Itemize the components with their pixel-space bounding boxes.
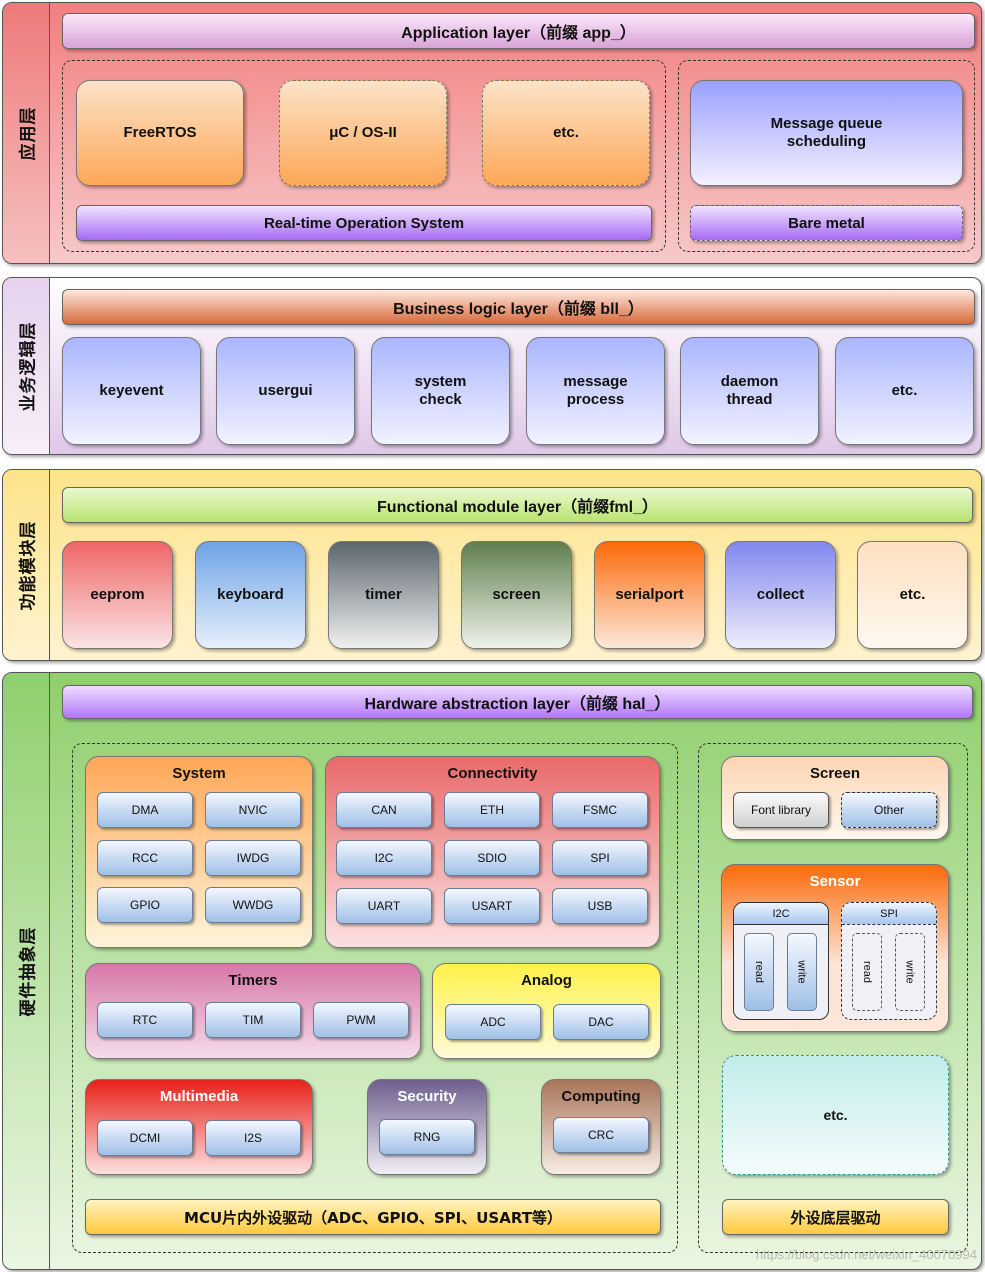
chip-spi: SPI [552, 840, 648, 876]
module-collect: collect [725, 541, 836, 649]
peripheral-etc: etc. [722, 1055, 949, 1175]
chip-i2c: I2C [336, 840, 432, 876]
bare-metal-bar: Bare metal [690, 205, 963, 241]
chip-i2s: I2S [205, 1120, 301, 1156]
module-eeprom: eeprom [62, 541, 173, 649]
hal-layer-header: Hardware abstraction layer（前缀 hal_） [62, 685, 973, 719]
application-side [3, 3, 50, 263]
chip-can: CAN [336, 792, 432, 828]
hal-side [3, 673, 50, 1269]
chip-nvic: NVIC [205, 792, 301, 828]
business-usergui: usergui [216, 337, 355, 445]
chip-fsmc: FSMC [552, 792, 648, 828]
chip-usart: USART [444, 888, 540, 924]
chip-spi-read: read [852, 933, 882, 1011]
watermark: https://blog.csdn.net/weixin_40070994 [755, 1247, 977, 1262]
screen-title: Screen [809, 765, 861, 782]
chip-sdio: SDIO [444, 840, 540, 876]
mcu-driver-group [72, 743, 678, 1253]
system-title: System [172, 765, 226, 782]
sensor-spi-header: SPI [842, 903, 936, 925]
module-etc: etc. [857, 541, 968, 649]
business-keyevent: keyevent [62, 337, 201, 445]
rtos-etc: etc. [482, 80, 650, 186]
functional-layer-header: Functional module layer（前缀fml_） [62, 487, 973, 523]
module-serialport: serialport [594, 541, 705, 649]
rtos-ucos: μC / OS-II [279, 80, 447, 186]
sensor-i2c-header: I2C [734, 903, 828, 925]
chip-rng: RNG [379, 1119, 475, 1155]
business-system-check: system check [371, 337, 510, 445]
chip-dma: DMA [97, 792, 193, 828]
analog-title: Analog [521, 972, 572, 989]
application-layer-header: Application layer（前缀 app_） [62, 13, 975, 49]
multimedia-title: Multimedia [159, 1088, 239, 1105]
message-queue-tile: Message queue scheduling [690, 80, 963, 186]
chip-font-library: Font library [733, 792, 829, 828]
business-side-label: 业务逻辑层 [18, 321, 39, 411]
mcu-driver-bar: MCU片内外设驱动（ADC、GPIO、SPI、USART等） [85, 1199, 661, 1235]
module-keyboard: keyboard [195, 541, 306, 649]
chip-adc: ADC [445, 1004, 541, 1040]
module-screen: screen [461, 541, 572, 649]
rtos-freertos: FreeRTOS [76, 80, 244, 186]
chip-dac: DAC [553, 1004, 649, 1040]
hal-side-label: 硬件抽象层 [18, 926, 39, 1016]
business-layer-header: Business logic layer（前缀 bll_） [62, 289, 975, 325]
functional-side [3, 470, 50, 660]
chip-crc: CRC [553, 1117, 649, 1153]
chip-eth: ETH [444, 792, 540, 828]
security-title: Security [397, 1088, 457, 1105]
business-etc: etc. [835, 337, 974, 445]
chip-tim: TIM [205, 1002, 301, 1038]
functional-side-label: 功能模块层 [18, 520, 39, 610]
chip-usb: USB [552, 888, 648, 924]
chip-uart: UART [336, 888, 432, 924]
application-side-label: 应用层 [18, 106, 39, 160]
business-message-process: message process [526, 337, 665, 445]
chip-spi-write: write [895, 933, 925, 1011]
chip-pwm: PWM [313, 1002, 409, 1038]
chip-rtc: RTC [97, 1002, 193, 1038]
chip-i2c-read: read [744, 933, 774, 1011]
chip-dcmi: DCMI [97, 1120, 193, 1156]
peripheral-driver-bar: 外设底层驱动 [722, 1199, 949, 1235]
chip-rcc: RCC [97, 840, 193, 876]
chip-iwdg: IWDG [205, 840, 301, 876]
peripheral-driver-group [698, 743, 968, 1253]
sensor-title: Sensor [809, 873, 861, 890]
bare-metal-group [678, 60, 975, 252]
rtos-group [62, 60, 666, 252]
rtos-label-bar: Real-time Operation System [76, 205, 652, 241]
chip-wwdg: WWDG [205, 887, 301, 923]
chip-gpio: GPIO [97, 887, 193, 923]
computing-title: Computing [561, 1088, 641, 1105]
module-timer: timer [328, 541, 439, 649]
connectivity-title: Connectivity [447, 765, 538, 782]
chip-i2c-write: write [787, 933, 817, 1011]
business-daemon-thread: daemon thread [680, 337, 819, 445]
timers-title: Timers [228, 972, 278, 989]
business-side [3, 278, 50, 454]
chip-other: Other [841, 792, 937, 828]
